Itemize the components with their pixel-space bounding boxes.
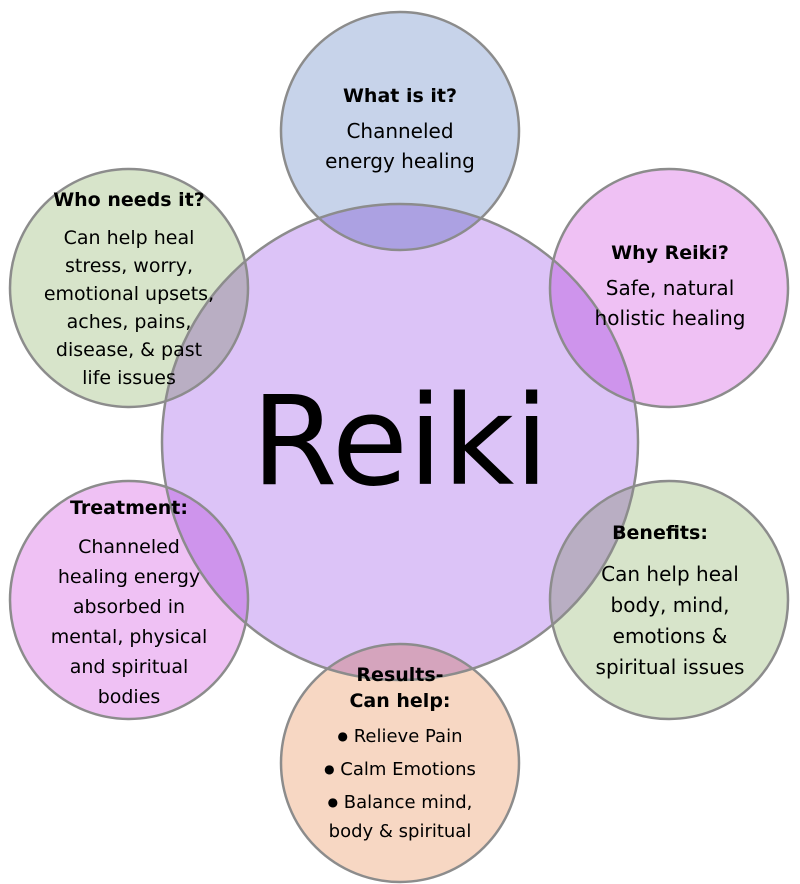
- node-title: Who needs it?: [53, 189, 205, 211]
- node-benefits: Benefits: Can help heal body, mind, emot…: [595, 522, 745, 679]
- circle-results: [281, 644, 519, 882]
- node-what: What is it? Channeled energy healing: [325, 85, 475, 173]
- circle-what: [281, 12, 519, 250]
- bullet-item: ● Relieve Pain: [337, 726, 463, 747]
- bullet-icon: ●: [327, 795, 339, 809]
- node-title: Why Reiki?: [611, 242, 729, 264]
- bullet-item: ● Balance mind,: [327, 792, 473, 813]
- circle-why: [550, 169, 788, 407]
- circle-benefits: [550, 481, 788, 719]
- center-circle: [162, 204, 638, 680]
- center-label: Reiki: [251, 370, 549, 514]
- bullet-icon: ●: [337, 729, 348, 743]
- node-title: Benefits:: [612, 522, 708, 544]
- bullet-item: ● Calm Emotions: [324, 759, 476, 780]
- node-why: Why Reiki? Safe, natural holistic healin…: [594, 242, 746, 330]
- node-subtitle: Can help:: [349, 690, 451, 712]
- node-treatment: Treatment: Channeled healing energy abso…: [50, 497, 208, 708]
- node-title: Treatment:: [70, 497, 188, 519]
- circle-treatment: [10, 481, 248, 719]
- node-title: What is it?: [342, 85, 458, 107]
- circle-who: [10, 169, 248, 407]
- bullet-icon: ●: [324, 762, 335, 776]
- node-results: Results- Can help: ● Relieve Pain ● Calm…: [324, 664, 476, 842]
- node-title: Results-: [356, 664, 444, 686]
- node-who: Who needs it? Can help heal stress, worr…: [43, 189, 215, 389]
